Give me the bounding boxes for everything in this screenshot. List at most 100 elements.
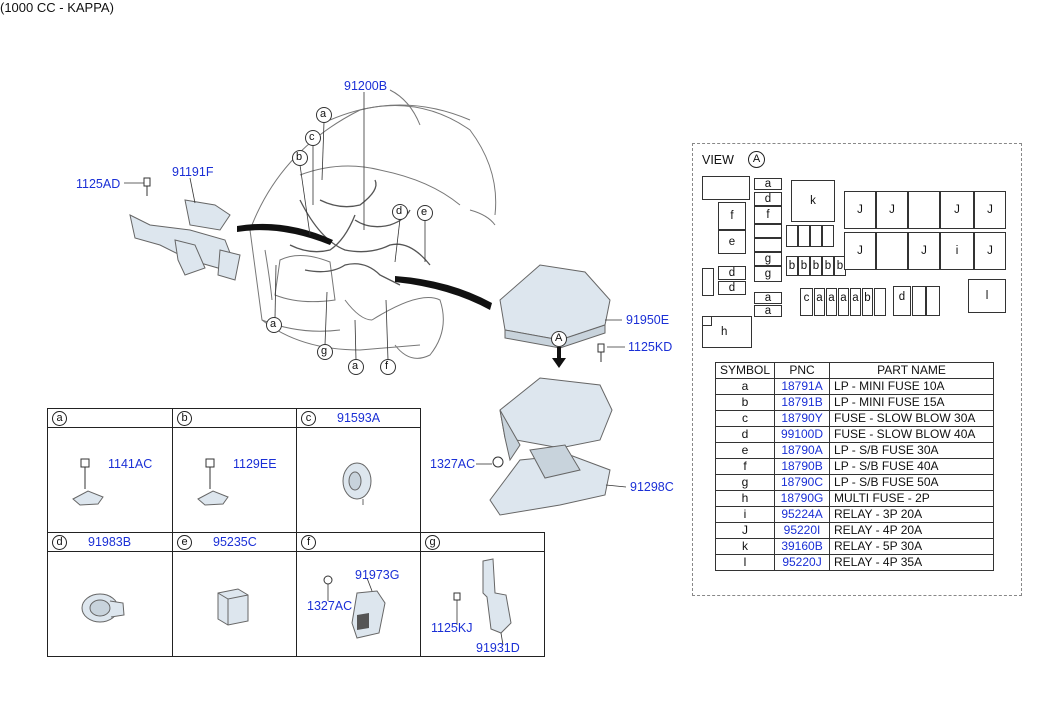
mini-fuse-slot — [786, 225, 798, 247]
pn-1327AC[interactable]: 1327AC — [430, 457, 476, 471]
relay-slot-j: J — [940, 191, 974, 229]
fuse-slot-a: a — [754, 305, 782, 317]
relay-slot-i: i — [940, 232, 974, 270]
fuse-slot-blank — [754, 224, 782, 238]
mini-fuse-slot — [798, 225, 810, 247]
legend-pnc[interactable]: 18790G — [774, 490, 831, 507]
legend-pnc[interactable]: 18791B — [774, 394, 831, 411]
legend-pnc[interactable]: 18790A — [774, 442, 831, 459]
callout-e: e — [421, 206, 428, 218]
fuse-slot-d: d — [718, 281, 746, 295]
multi-fuse-slot-h: h — [702, 316, 752, 348]
mini-fuse-slot-b: b — [798, 256, 810, 276]
legend-symbol: e — [714, 442, 776, 459]
fuse-slot-f: f — [754, 206, 782, 224]
pn-1327AC-detail[interactable]: 1327AC — [307, 599, 353, 613]
pn-95235C[interactable]: 95235C — [213, 535, 257, 549]
pn-91200B[interactable]: 91200B — [344, 79, 388, 93]
mini-fuse-slot-b: b — [786, 256, 798, 276]
bolt-icon — [72, 458, 104, 506]
legend-pnc[interactable]: 95220J — [774, 554, 831, 571]
legend-symbol: l — [714, 554, 776, 571]
fuse-slot-a: a — [754, 292, 782, 304]
legend-pnc[interactable]: 95220I — [774, 522, 831, 539]
fuse-slot-d: d — [754, 192, 782, 206]
view-a-panel: VIEW A — [692, 143, 1022, 596]
fuse-slot-e: e — [718, 230, 746, 254]
detail-cell-c: c 91593A — [296, 408, 421, 533]
pn-1125KD[interactable]: 1125KD — [628, 340, 673, 354]
pn-91950E[interactable]: 91950E — [626, 313, 670, 327]
legend-pnc[interactable]: 18790Y — [774, 410, 831, 427]
legend-part-name: RELAY - 3P 20A — [829, 506, 995, 523]
fuse-slot-blank — [702, 268, 714, 296]
detail-cell-b: b 1129EE — [172, 408, 297, 533]
relay-slot-j: J — [876, 191, 908, 229]
legend-pnc[interactable]: 99100D — [774, 426, 831, 443]
view-arrow-label: A — [555, 332, 563, 344]
legend-pnc[interactable]: 18790C — [774, 474, 831, 491]
relay-slot-j: J — [844, 232, 876, 270]
legend-part-name: LP - S/B FUSE 40A — [829, 458, 995, 475]
legend-symbol: d — [714, 426, 776, 443]
pn-91191F[interactable]: 91191F — [172, 165, 214, 179]
legend-symbol: f — [714, 458, 776, 475]
legend-part-name: LP - MINI FUSE 10A — [829, 378, 995, 395]
legend-pnc[interactable]: 39160B — [774, 538, 831, 555]
pn-1141AC[interactable]: 1141AC — [108, 457, 153, 471]
mini-fuse-slot-a: a — [850, 288, 861, 316]
bracket-icon — [323, 575, 386, 639]
legend-symbol: b — [714, 394, 776, 411]
bolt-icon — [197, 458, 229, 506]
callout-a: a — [320, 108, 327, 120]
connector-icon — [81, 593, 125, 623]
relay-slot-blank — [876, 232, 908, 270]
fuse-slot-f: f — [718, 202, 746, 230]
relay-slot-j: J — [974, 191, 1006, 229]
legend-symbol: g — [714, 474, 776, 491]
pn-91931D[interactable]: 91931D — [476, 641, 520, 655]
detail-cell-d: d 91983B — [47, 532, 173, 657]
legend-part-name: LP - MINI FUSE 15A — [829, 394, 995, 411]
legend-part-name: RELAY - 4P 35A — [829, 554, 995, 571]
mini-fuse-slot-a: a — [826, 288, 837, 316]
fuse-slot-blank — [754, 238, 782, 252]
pn-1125KJ[interactable]: 1125KJ — [431, 621, 473, 635]
callout-g: g — [321, 345, 328, 357]
callout-d: d — [396, 205, 403, 217]
cell-c-circle: c — [301, 411, 316, 426]
legend-header-symbol: SYMBOL — [714, 362, 776, 379]
legend-symbol: c — [714, 410, 776, 427]
cell-a-circle: a — [52, 411, 67, 426]
pn-91593A[interactable]: 91593A — [337, 411, 381, 425]
bracket-icon — [453, 558, 512, 646]
mini-fuse-slot — [810, 225, 822, 247]
legend-part-name: RELAY - 5P 30A — [829, 538, 995, 555]
legend-symbol: h — [714, 490, 776, 507]
pn-1129EE[interactable]: 1129EE — [233, 457, 277, 471]
legend-pnc[interactable]: 95224A — [774, 506, 831, 523]
pn-1125AD[interactable]: 1125AD — [76, 177, 121, 191]
pn-91983B[interactable]: 91983B — [88, 535, 132, 549]
legend-header-part-name: PART NAME — [829, 362, 995, 379]
page-header: (1000 CC - KAPPA) — [0, 0, 114, 15]
pn-91973G[interactable]: 91973G — [355, 568, 400, 582]
callout-a-2: a — [270, 318, 277, 330]
mini-fuse-slot-b: b — [862, 288, 873, 316]
relay-slot-blank — [908, 191, 940, 229]
mini-fuse-slot-b: b — [822, 256, 834, 276]
callout-f: f — [385, 360, 389, 372]
legend-pnc[interactable]: 18790B — [774, 458, 831, 475]
legend-pnc[interactable]: 18791A — [774, 378, 831, 395]
relay-icon — [217, 588, 249, 626]
legend-part-name: MULTI FUSE - 2P — [829, 490, 995, 507]
pn-91298C[interactable]: 91298C — [630, 480, 674, 494]
